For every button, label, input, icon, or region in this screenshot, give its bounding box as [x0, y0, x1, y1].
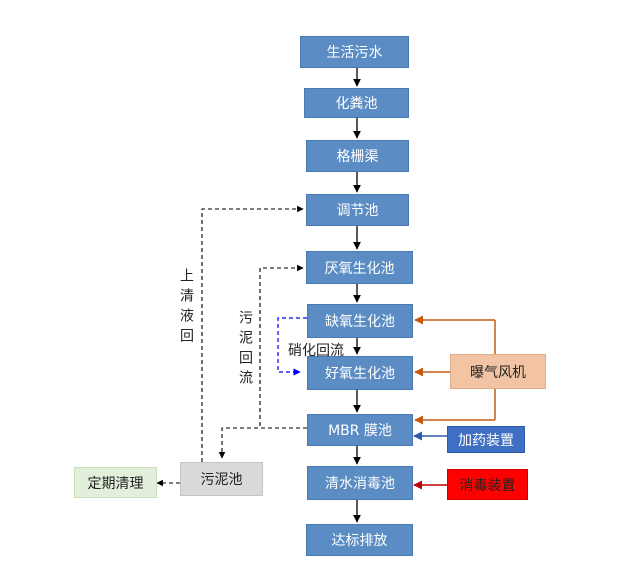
process-box-clear-water-disinfection-tank: 清水消毒池 [307, 466, 413, 500]
periodic-cleaning-box: 定期清理 [74, 467, 157, 498]
process-box-mbr-tank: MBR 膜池 [307, 414, 413, 446]
nitrification-return-line [277, 317, 307, 376]
process-box-discharge: 达标排放 [306, 524, 413, 556]
process-box-aerobic-tank: 好氧生化池 [307, 356, 413, 390]
sludge-return-label: 污泥回流 [237, 310, 253, 390]
sludge-tank-box: 污泥池 [180, 462, 263, 496]
mbr-to-sludge-line [218, 427, 307, 459]
supernatant-return-line [201, 205, 304, 462]
nitrification-return-label: 硝化回流 [288, 343, 344, 359]
disinfection-device-box: 消毒装置 [447, 469, 528, 500]
process-box-domestic-sewage: 生活污水 [300, 36, 409, 68]
aeration-fan-box: 曝气风机 [450, 354, 546, 389]
process-box-grille-channel: 格栅渠 [306, 140, 409, 172]
process-box-regulating-tank: 调节池 [306, 194, 409, 226]
supernatant-return-label: 上清液回 [178, 268, 194, 348]
process-box-septic-tank: 化粪池 [304, 88, 409, 118]
process-box-anaerobic-tank: 厌氧生化池 [306, 251, 413, 284]
dosing-device-box: 加药装置 [447, 426, 525, 453]
process-box-anoxic-tank: 缺氧生化池 [307, 304, 413, 338]
